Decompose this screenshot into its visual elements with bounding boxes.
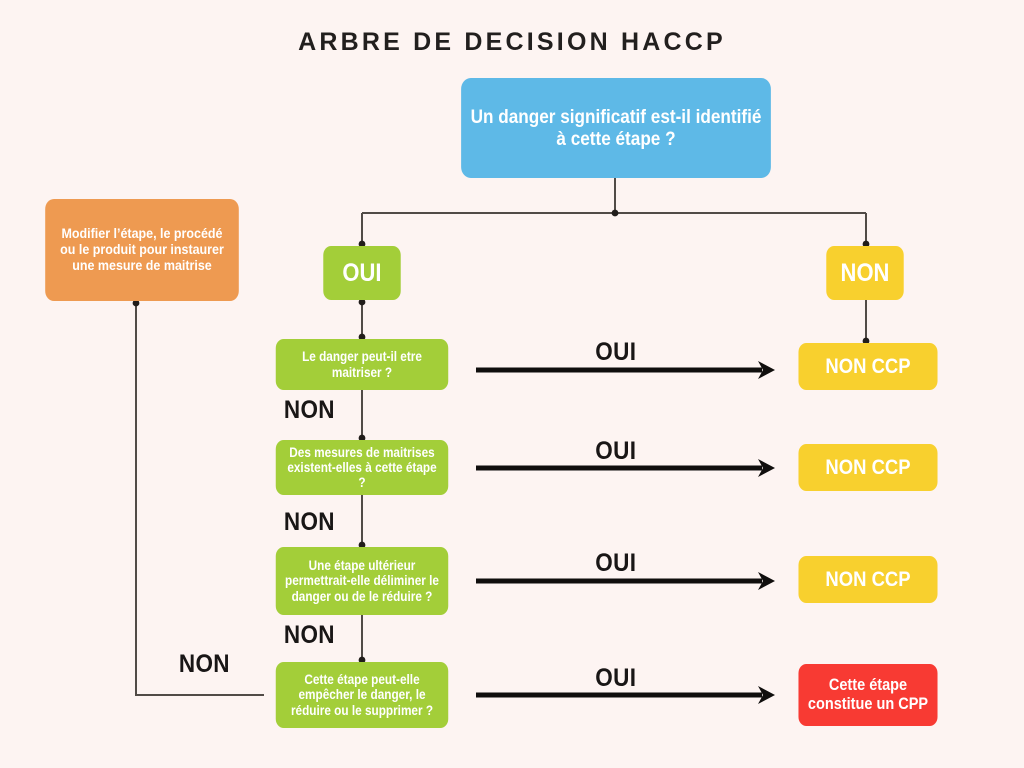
node-outcome-1-label: NON CCP [825, 354, 911, 378]
node-outcome-3[interactable]: NON CCP [798, 556, 938, 603]
edge-label-yes-4: OUI [595, 664, 637, 692]
node-root-label: Un danger significatif est-il identifié … [470, 105, 762, 150]
node-modify-label: Modifier l’étape, le procédé ou le produ… [60, 225, 224, 275]
page-title: ARBRE DE DECISION HACCP [298, 28, 726, 56]
node-outcome-3-label: NON CCP [825, 567, 911, 591]
node-question-2[interactable]: Des mesures de maitrises existent-elles … [275, 440, 449, 495]
edge-label-no-2: NON [283, 508, 335, 536]
branch-chip-no[interactable]: NON [826, 246, 904, 300]
node-question-1[interactable]: Le danger peut-il etre maitriser ? [275, 339, 449, 390]
edge-label-no-1: NON [283, 396, 335, 424]
node-outcome-2[interactable]: NON CCP [798, 444, 938, 491]
edge-label-yes-2: OUI [595, 437, 637, 465]
branch-chip-no-label: NON [840, 258, 890, 287]
node-outcome-ccp[interactable]: Cette étape constitue un CPP [798, 664, 938, 726]
arrow-head-yes-4 [758, 686, 775, 704]
junction-dot-root [611, 209, 619, 217]
edge-label-yes-3: OUI [595, 549, 637, 577]
node-question-4[interactable]: Cette étape peut-elle empêcher le danger… [275, 662, 449, 728]
branch-chip-yes-label: OUI [342, 258, 382, 287]
node-outcome-2-label: NON CCP [825, 455, 911, 479]
node-question-3[interactable]: Une étape ultérieur permettrait-elle dél… [275, 547, 449, 615]
arrow-head-yes-1 [758, 361, 775, 379]
node-question-2-label: Des mesures de maitrises existent-elles … [287, 444, 437, 491]
node-outcome-1[interactable]: NON CCP [798, 343, 938, 390]
node-question-4-label: Cette étape peut-elle empêcher le danger… [290, 672, 434, 718]
node-root-question[interactable]: Un danger significatif est-il identifié … [461, 78, 771, 178]
edge-label-yes-1: OUI [595, 338, 637, 366]
edge-label-no-3: NON [283, 621, 335, 649]
wire-q4-feedback-to-modify [135, 301, 264, 696]
edge-label-no-4: NON [178, 650, 230, 678]
node-question-1-label: Le danger peut-il etre maitriser ? [302, 349, 422, 380]
branch-chip-yes[interactable]: OUI [323, 246, 401, 300]
node-question-3-label: Une étape ultérieur permettrait-elle dél… [285, 558, 439, 604]
arrow-head-yes-2 [758, 459, 775, 477]
node-modify-step[interactable]: Modifier l’étape, le procédé ou le produ… [45, 199, 239, 301]
node-outcome-ccp-label: Cette étape constitue un CPP [807, 676, 929, 713]
arrow-head-yes-3 [758, 572, 775, 590]
